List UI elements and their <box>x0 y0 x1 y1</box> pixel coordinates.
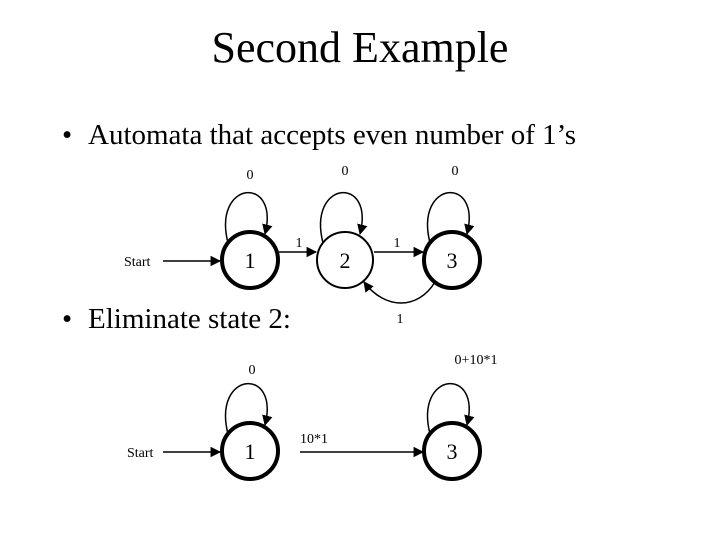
top-state-3-label: 3 <box>447 248 458 273</box>
bullet-automata: •Automata that accepts even number of 1’… <box>62 119 577 151</box>
top-loop-3-label: 0 <box>452 164 459 179</box>
top-edge-3-2 <box>363 281 436 304</box>
top-state-2-label: 2 <box>340 248 351 273</box>
top-edge-1-2-label: 1 <box>296 236 303 251</box>
bottom-loop-1 <box>225 383 273 435</box>
bottom-automaton: Start 1 3 0 0+10*1 10*1 <box>127 353 498 481</box>
top-loop-1 <box>225 192 273 244</box>
top-edge-2-3-label: 1 <box>394 236 401 251</box>
bottom-loop-3-label: 0+10*1 <box>455 353 498 368</box>
bottom-start-label: Start <box>127 446 154 461</box>
top-state-1-label: 1 <box>245 248 256 273</box>
bottom-state-1 <box>220 421 280 481</box>
bottom-loop-1-label: 0 <box>249 363 256 378</box>
bottom-edge-1-3-label: 10*1 <box>300 432 328 447</box>
bottom-state-3-label: 3 <box>447 439 458 464</box>
top-loop-2 <box>320 192 368 244</box>
top-loop-3 <box>427 192 475 244</box>
top-automaton: Start 1 2 3 0 0 0 1 1 1 <box>124 164 482 327</box>
top-state-2 <box>316 231 374 289</box>
top-start-label: Start <box>124 255 151 270</box>
top-state-1 <box>220 230 280 290</box>
bottom-state-1-label: 1 <box>245 439 256 464</box>
top-state-3 <box>422 230 482 290</box>
slide-title: Second Example <box>211 23 509 72</box>
bullet-eliminate-text: Eliminate state 2: <box>88 303 291 335</box>
bullet-eliminate: •Eliminate state 2: <box>62 303 291 335</box>
top-loop-1-label: 0 <box>247 168 254 183</box>
top-loop-2-label: 0 <box>342 164 349 179</box>
bullet-automata-text: Automata that accepts even number of 1’s <box>88 119 577 151</box>
top-edge-3-2-label: 1 <box>397 312 404 327</box>
bottom-loop-3 <box>427 383 475 435</box>
